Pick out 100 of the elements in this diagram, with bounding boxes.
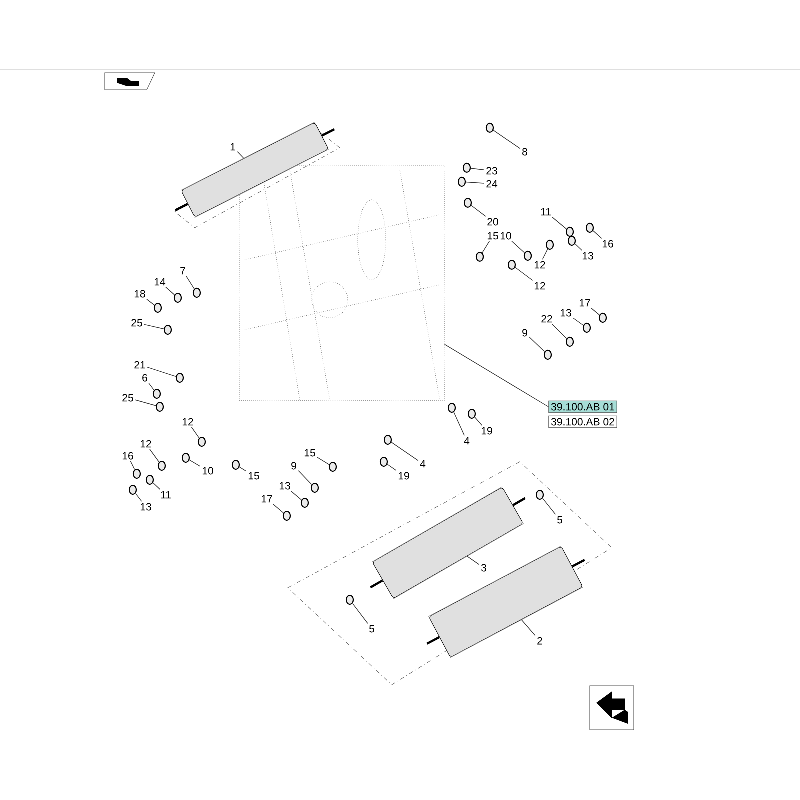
- leader-line: [470, 168, 485, 170]
- leader-line: [529, 337, 546, 352]
- leader-line: [542, 498, 556, 515]
- part-drawing: [536, 490, 544, 500]
- callout-number: 24: [486, 180, 498, 188]
- leader-line: [144, 324, 164, 330]
- callout-number: 10: [202, 467, 214, 475]
- callout-number: 2: [538, 637, 542, 645]
- part-drawing: [328, 462, 338, 472]
- callout-number: 6: [142, 374, 148, 382]
- callout-number: 13: [140, 503, 152, 511]
- part-drawing: [582, 322, 592, 334]
- leader-line: [272, 504, 284, 514]
- callout-number: 12: [140, 440, 152, 448]
- callout-number: 3: [481, 564, 486, 572]
- callout-number: 7: [180, 267, 186, 275]
- callout-number: 23: [486, 167, 498, 175]
- leader-line: [515, 267, 534, 281]
- leader-line: [291, 491, 302, 500]
- callout-number: 20: [488, 218, 498, 226]
- part-drawing: [458, 176, 466, 188]
- frame-drawing: [239, 165, 445, 401]
- part-drawing: [164, 324, 172, 336]
- leader-line: [189, 460, 201, 467]
- roller-drawing: [426, 546, 586, 658]
- part-drawing: [282, 510, 292, 522]
- callout-number: 8: [522, 148, 528, 156]
- callout-number: 19: [398, 472, 410, 480]
- part-drawing: [448, 402, 456, 414]
- callout-number: 12: [534, 282, 546, 290]
- part-drawing: [132, 468, 142, 480]
- part-drawing: [152, 388, 162, 400]
- leader-line: [573, 318, 584, 326]
- part-drawing: [546, 240, 554, 250]
- leader-line: [454, 412, 465, 436]
- callout-number: 9: [522, 329, 528, 337]
- callout-number: 19: [482, 427, 492, 435]
- leader-line: [493, 130, 521, 150]
- callout-number: 22: [542, 315, 552, 323]
- callout-number: 11: [161, 491, 171, 499]
- part-drawing: [182, 452, 190, 464]
- callout-number: 25: [122, 394, 134, 402]
- part-drawing: [464, 198, 472, 208]
- part-drawing: [156, 402, 164, 412]
- leader-line: [471, 205, 486, 217]
- part-drawing: [310, 482, 320, 494]
- leader-line: [166, 286, 176, 296]
- part-drawing: [346, 594, 354, 606]
- leader-line: [130, 461, 136, 470]
- leader-line: [298, 470, 312, 486]
- part-drawing: [468, 408, 476, 420]
- leader-line: [482, 241, 490, 254]
- callout-number: 13: [582, 252, 594, 260]
- callout-number: 10: [500, 232, 512, 240]
- reference-box: 39.100.AB 01: [548, 400, 618, 414]
- leader-line: [591, 308, 600, 316]
- leader-line: [466, 182, 485, 184]
- callout-number: 15: [488, 232, 498, 240]
- leader-line: [552, 324, 568, 340]
- part-drawing: [486, 122, 494, 134]
- leader-line: [391, 442, 419, 462]
- callout-number: 9: [292, 462, 296, 470]
- leader-line: [552, 216, 567, 230]
- part-drawing: [192, 288, 202, 298]
- part-drawing: [380, 456, 388, 468]
- part-drawing: [154, 302, 162, 314]
- callout-number: 4: [420, 460, 426, 468]
- part-drawing: [176, 372, 184, 384]
- part-drawing: [566, 226, 574, 238]
- leader-line: [191, 427, 200, 439]
- leader-line: [474, 417, 483, 426]
- reference-box: 39.100.AB 02: [548, 416, 618, 428]
- roller-drawing: [370, 486, 526, 600]
- part-drawing: [174, 292, 182, 304]
- callout-number: 16: [602, 240, 614, 248]
- part-drawing: [566, 336, 574, 348]
- leader-line: [466, 556, 480, 566]
- callout-number: 5: [370, 625, 374, 633]
- leader-line: [317, 457, 330, 466]
- part-drawing: [476, 252, 484, 262]
- callout-number: 25: [132, 319, 142, 327]
- callout-number: 18: [134, 290, 146, 298]
- leader-line: [147, 367, 176, 378]
- part-drawing: [544, 350, 552, 360]
- leader-line: [239, 466, 247, 472]
- part-drawing: [128, 484, 138, 496]
- callout-number: 16: [122, 452, 134, 460]
- part-drawing: [524, 250, 532, 262]
- leader-line: [186, 276, 195, 290]
- leader-line: [574, 244, 583, 251]
- part-drawing: [158, 460, 166, 472]
- part-drawing: [300, 498, 310, 508]
- callout-number: 12: [182, 418, 194, 426]
- callout-number: 13: [560, 309, 572, 317]
- callout-number: 11: [541, 208, 551, 216]
- callout-number: 1: [230, 143, 236, 151]
- callout-number: 5: [558, 516, 562, 524]
- roller-drawing: [174, 122, 336, 218]
- leader-line: [135, 493, 142, 502]
- callout-number: 15: [304, 449, 316, 457]
